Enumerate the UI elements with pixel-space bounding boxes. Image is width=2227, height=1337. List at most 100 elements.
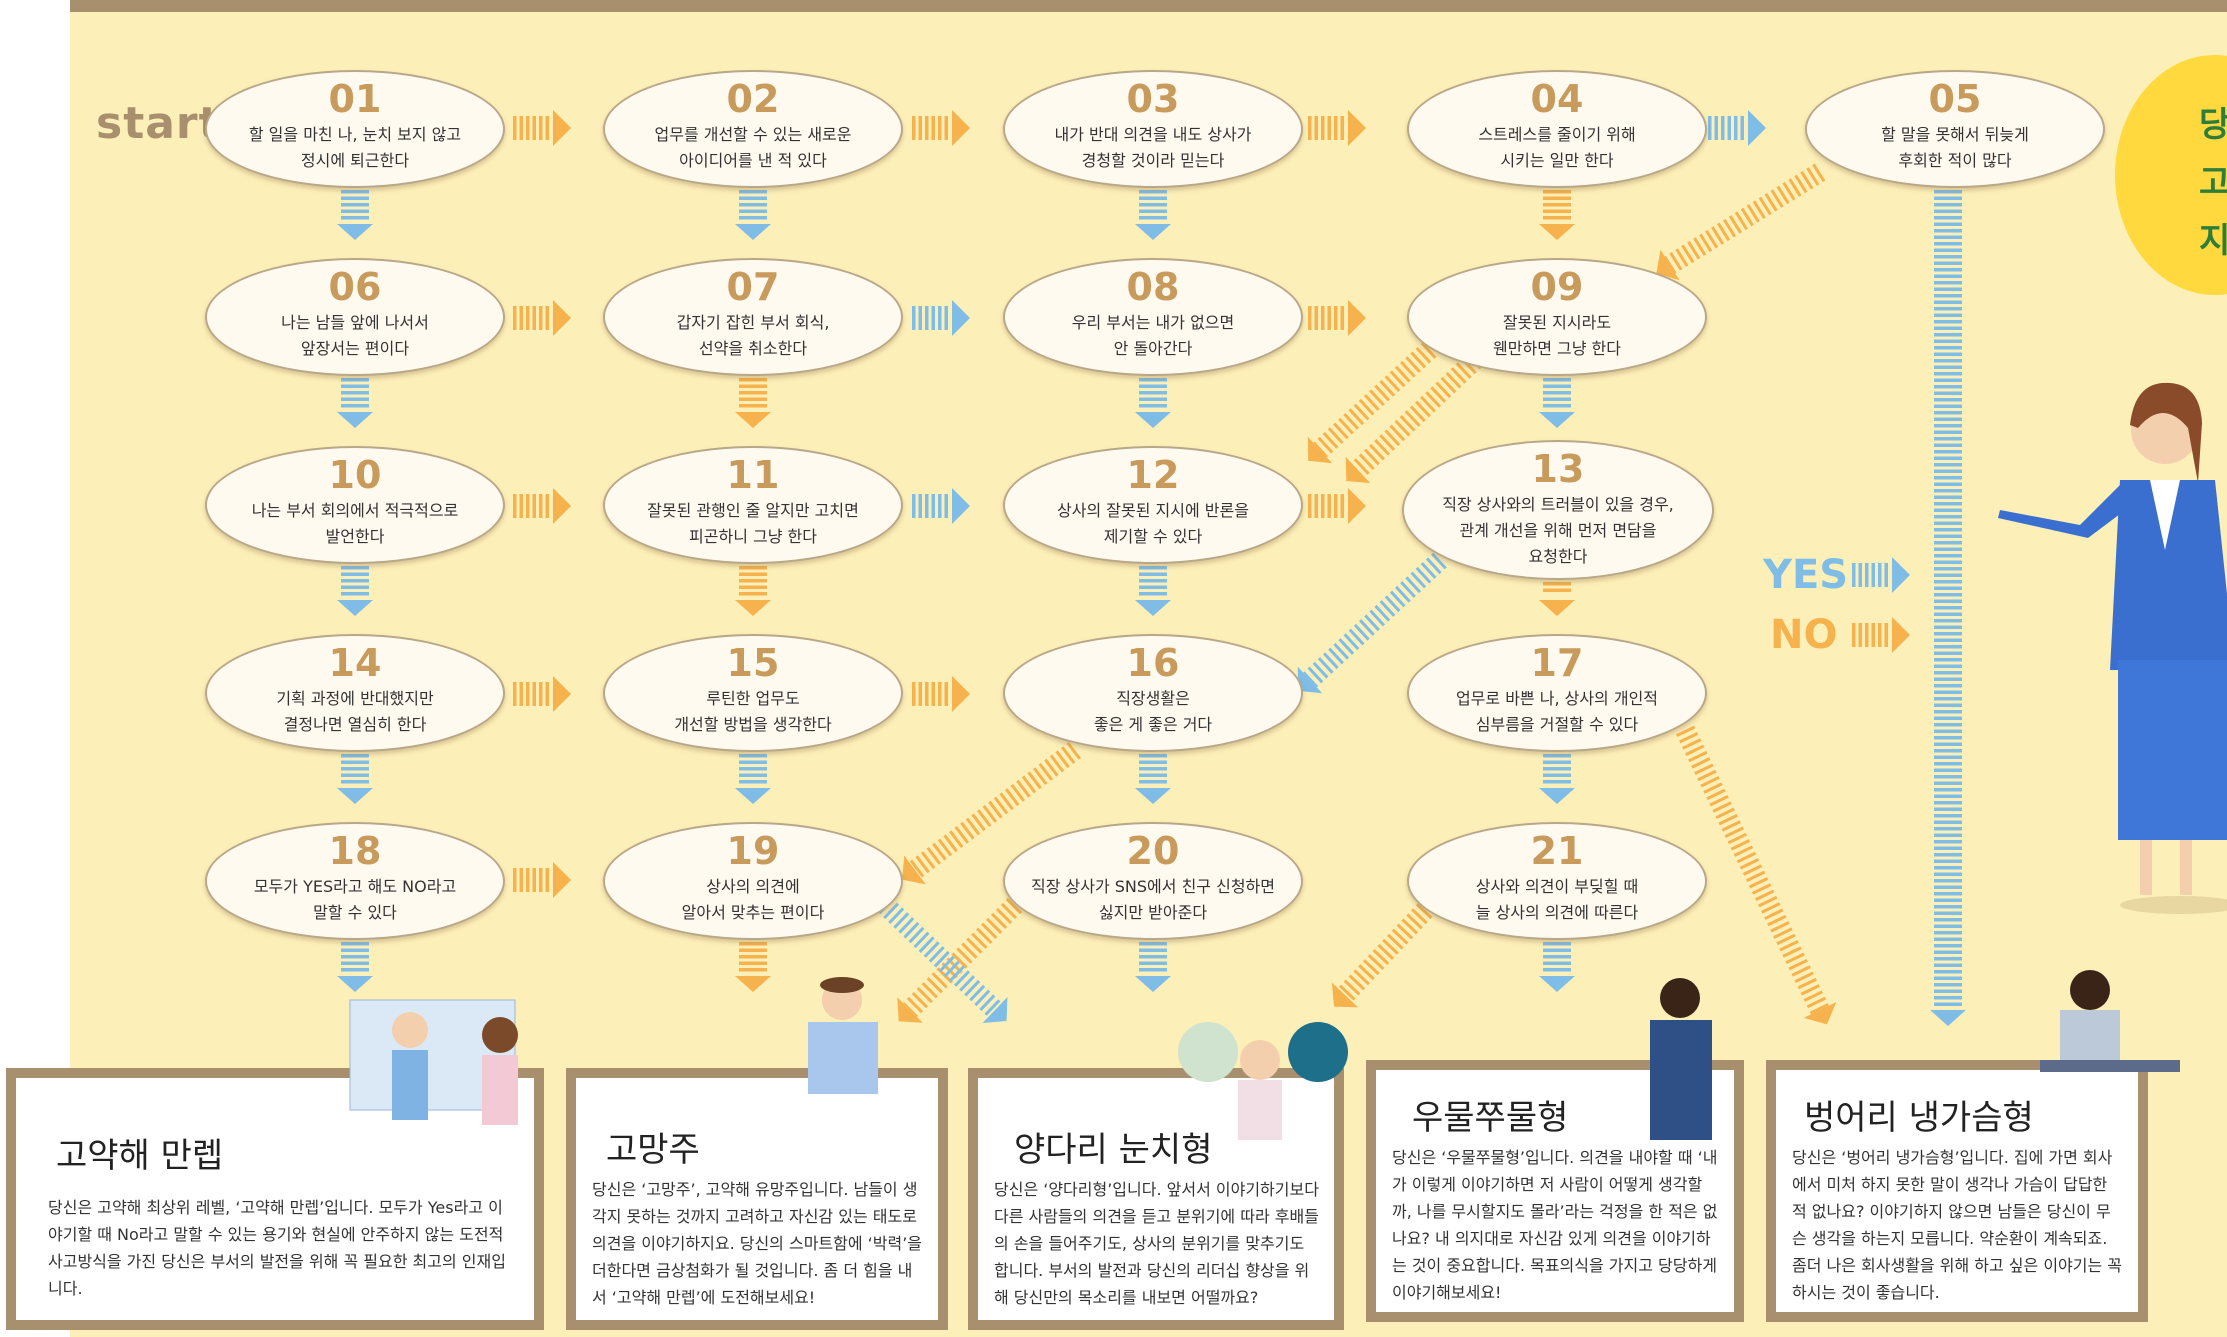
arrow-19-result — [735, 942, 771, 992]
node-number: 18 — [328, 829, 382, 873]
node-number: 13 — [1531, 447, 1585, 491]
legend-no-arrow — [1852, 617, 1910, 653]
arrow-02-03 — [912, 110, 970, 146]
arrow-down-col1-row1 — [337, 190, 373, 240]
result-card-5: 벙어리 냉가슴형 당신은 ‘벙어리 냉가슴형’입니다. 집에 가면 회사에서 미… — [1766, 1060, 2148, 1322]
arrow-down-09-13 — [1539, 378, 1575, 428]
arrow-09-12a — [1307, 332, 1447, 464]
result-description: 당신은 고약해 최상위 레벨, ‘고약해 만렙’입니다. 모두가 Yes라고 이… — [48, 1198, 506, 1298]
result-description: 당신은 ‘벙어리 냉가슴형’입니다. 집에 가면 회사에서 미처 하지 못한 말… — [1792, 1148, 2123, 1302]
node-text: 모두가 YES라고 해도 NO라고 말할 수 있다 — [253, 877, 457, 922]
arrow-down-04-09 — [1539, 190, 1575, 240]
arrow-08-09 — [1308, 300, 1366, 336]
legend-no: NO — [1770, 612, 1838, 658]
arrow-06-07 — [513, 300, 571, 336]
stressed-woman-illustration — [1650, 978, 1712, 1140]
arrow-down-11-15 — [735, 566, 771, 616]
arrow-03-04 — [1308, 110, 1366, 146]
arrow-21-result — [1539, 942, 1575, 992]
result-card-1: 고약해 만렙 당신은 고약해 최상위 레벨, ‘고약해 만렙’입니다. 모두가 … — [6, 1068, 544, 1330]
node-text: 내가 반대 의견을 내도 상사가 경청할 것이라 믿는다 — [1054, 125, 1252, 170]
node-text: 기획 과정에 반대했지만 결정나면 열심히 한다 — [276, 689, 434, 734]
node-number: 09 — [1530, 265, 1584, 309]
node-text: 상사의 잘못된 지시에 반론을 제기할 수 있다 — [1057, 501, 1249, 546]
node-number: 01 — [328, 77, 382, 121]
node-number: 15 — [726, 641, 780, 685]
node-text: 스트레스를 줄이기 위해 시키는 일만 한다 — [1478, 125, 1636, 170]
node-number: 06 — [328, 265, 382, 309]
node-number: 07 — [726, 265, 780, 309]
arrow-18-result — [337, 942, 373, 992]
node-number: 12 — [1126, 453, 1180, 497]
node-text: 직장 상사가 SNS에서 친구 신청하면 싫지만 받아준다 — [1031, 877, 1275, 922]
result-title: 양다리 눈치형 — [1014, 1130, 1213, 1170]
arrow-17-result — [1675, 725, 1837, 1025]
arrow-down-07-11 — [735, 378, 771, 428]
node-number: 04 — [1530, 77, 1584, 121]
arrow-down-03-08 — [1135, 190, 1171, 240]
result-description: 당신은 ‘양다리형’입니다. 앞서서 이야기하기보다 다른 사람들의 의견을 듣… — [994, 1180, 1319, 1307]
legend-yes: YES — [1763, 552, 1849, 598]
arrow-07-08 — [912, 300, 970, 336]
arrow-15-16 — [912, 676, 970, 712]
group-people-illustration — [1178, 1022, 1348, 1140]
arrow-down-col1-row2 — [337, 378, 373, 428]
arrow-05-result — [1930, 190, 1966, 1026]
arrow-11-12 — [912, 488, 970, 524]
node-number: 05 — [1928, 77, 1982, 121]
arrow-down-15-19 — [735, 754, 771, 804]
node-text: 업무를 개선할 수 있는 새로운 아이디어를 낸 적 있다 — [654, 125, 852, 170]
arrow-04-05 — [1708, 110, 1766, 146]
node-number: 17 — [1530, 641, 1584, 685]
arrow-18-19 — [513, 862, 571, 898]
arrow-down-16-20 — [1135, 754, 1171, 804]
arrow-down-col1-row4 — [337, 754, 373, 804]
node-number: 10 — [328, 453, 382, 497]
node-text: 할 말을 못해서 뒤늦게 후회한 적이 많다 — [1881, 125, 2029, 170]
speech-line-3: 지 — [2199, 221, 2227, 261]
result-title: 우물쭈물형 — [1412, 1098, 1569, 1138]
start-label: start — [96, 98, 221, 149]
node-number: 03 — [1126, 77, 1180, 121]
speech-line-2: 고 — [2199, 163, 2227, 203]
arrow-05-09 — [1656, 163, 1826, 281]
arrow-down-02-07 — [735, 190, 771, 240]
node-text: 잘못된 지시라도 웬만하면 그냥 한다 — [1493, 313, 1621, 358]
node-text: 할 일을 마친 나, 눈치 보지 않고 정시에 퇴근한다 — [248, 125, 462, 170]
result-description: 당신은 ‘고망주’, 고약해 유망주입니다. 남들이 생각지 못하는 것까지 고… — [592, 1180, 923, 1307]
arrow-20-result — [897, 897, 1023, 1023]
node-text: 직장 상사와의 트러블이 있을 경우, 관계 개선을 위해 먼저 면담을 요청한… — [1442, 495, 1674, 566]
result-card-2: 고망주 당신은 ‘고망주’, 고약해 유망주입니다. 남들이 생각지 못하는 것… — [566, 1068, 948, 1330]
arrow-20-result — [1135, 942, 1171, 992]
result-title: 고망주 — [606, 1130, 700, 1170]
node-text: 잘못된 관행인 줄 알지만 고치면 피곤하니 그냥 한다 — [647, 501, 859, 546]
node-text: 갑자기 잡힌 부서 회식, 선약을 취소한다 — [676, 313, 830, 358]
arrow-01-02 — [513, 110, 571, 146]
node-number: 11 — [726, 453, 780, 497]
node-number: 21 — [1530, 829, 1584, 873]
result-title: 벙어리 냉가슴형 — [1804, 1098, 2034, 1138]
arrow-down-col1-row3 — [337, 566, 373, 616]
result-description: 당신은 ‘우물쭈물형’입니다. 의견을 내야할 때 ‘내가 이렇게 이야기하면 … — [1392, 1148, 1718, 1302]
arrow-10-11 — [513, 488, 571, 524]
